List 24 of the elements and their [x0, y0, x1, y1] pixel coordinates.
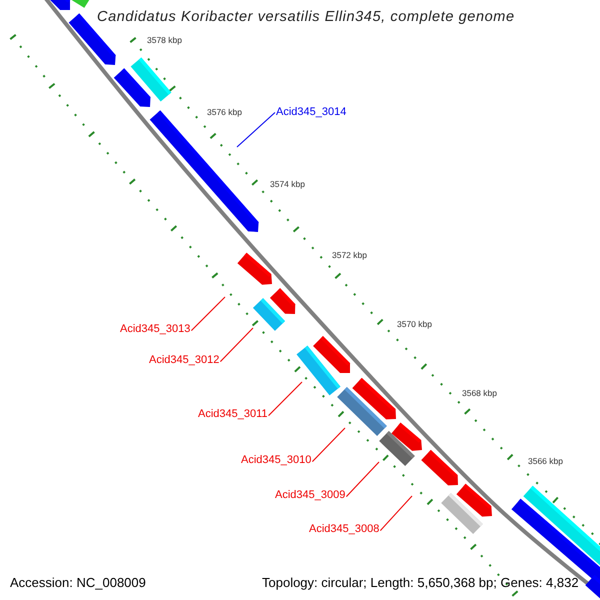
leader-line — [220, 328, 254, 362]
gene-label: Acid345_3010 — [241, 455, 312, 466]
title: Candidatus Koribacter versatilis Ellin345, complete genome — [97, 10, 515, 24]
gene-label: Acid345_3012 — [149, 355, 220, 366]
leader-line — [380, 496, 412, 532]
leader-line — [236, 112, 276, 148]
gene-label: Acid345_3011 — [198, 409, 268, 420]
leader-line — [268, 382, 302, 416]
scale-label: 3568 kbp — [462, 389, 497, 398]
scale-label: 3572 kbp — [332, 251, 367, 260]
scale-label: 3574 kbp — [270, 180, 305, 188]
leader-line — [190, 296, 226, 332]
footer-text: Topology: circular; Length: 5,650,368 bp; Genes: 4,832 — [262, 576, 579, 589]
gene-label: Acid345_3008 — [309, 524, 380, 535]
scale-label: 3576 kbp — [207, 108, 242, 116]
scale-label: 3570 kbp — [397, 320, 432, 328]
leader-line — [346, 462, 380, 498]
gene-label: Acid345_3014 — [276, 107, 346, 118]
gene-label: Acid345_3009 — [275, 490, 346, 501]
gene-label: Acid345_3013 — [120, 324, 190, 335]
scale-label: 3566 kbp — [528, 457, 563, 466]
leader-line — [312, 428, 346, 462]
scale-label: 3578 kbp — [147, 36, 182, 44]
footer-text: Accession: NC_008009 — [10, 576, 146, 589]
